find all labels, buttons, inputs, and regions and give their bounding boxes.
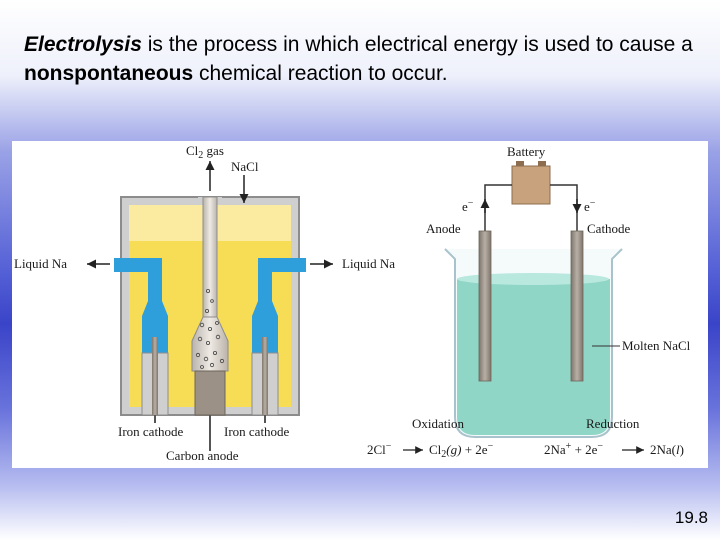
battery bbox=[511, 165, 551, 205]
oxidation-equation-rhs: Cl2(g) + 2e− bbox=[429, 441, 494, 460]
cathode-label: Cathode bbox=[587, 221, 631, 236]
liquid-na-left-label: Liquid Na bbox=[14, 256, 67, 271]
caption-term: Electrolysis bbox=[24, 33, 142, 56]
electron-label-cathode: e− bbox=[584, 198, 596, 214]
anode-label: Anode bbox=[426, 221, 461, 236]
molten-nacl-label: Molten NaCl bbox=[622, 338, 691, 353]
circuit-wire-right bbox=[550, 184, 578, 236]
circuit-wire-left bbox=[484, 184, 512, 236]
oxidation-equation-lhs: 2Cl− bbox=[367, 441, 392, 457]
electrolysis-figure: Cl2 gas NaCl Liquid Na Liquid Na Iron ca… bbox=[14, 143, 691, 463]
oxidation-label: Oxidation bbox=[412, 416, 464, 431]
carbon-anode-base bbox=[194, 370, 226, 416]
iron-cathode-right bbox=[262, 337, 268, 415]
electron-label-anode: e− bbox=[462, 198, 474, 214]
reduction-label: Reduction bbox=[586, 416, 640, 431]
iron-cathode-left-label: Iron cathode bbox=[118, 424, 184, 439]
iron-cathode-left bbox=[152, 337, 158, 415]
reduction-equation-lhs: 2Na+ + 2e− bbox=[544, 441, 603, 457]
caption-text-2: chemical reaction to occur. bbox=[193, 62, 448, 85]
carbon-anode-label: Carbon anode bbox=[166, 448, 239, 463]
caption-text-1: is the process in which electrical energ… bbox=[141, 33, 693, 56]
slide-caption: Electrolysis is the process in which ele… bbox=[24, 30, 704, 88]
chlorine-bubbles bbox=[195, 288, 225, 369]
carbon-anode-funnel bbox=[191, 316, 229, 372]
nacl-feed-label: NaCl bbox=[231, 159, 259, 174]
reduction-equation-rhs: 2Na(l) bbox=[650, 442, 684, 457]
sodium-droplets-left bbox=[147, 323, 165, 337]
cathode-electrode bbox=[570, 230, 584, 382]
slide-number: 19.8 bbox=[674, 508, 708, 527]
anode-electrode bbox=[478, 230, 492, 382]
battery-label: Battery bbox=[507, 144, 546, 159]
liquid-na-right-label: Liquid Na bbox=[342, 256, 395, 271]
downs-cell: Cl2 gas NaCl Liquid Na Liquid Na Iron ca… bbox=[14, 143, 395, 463]
figure-panel: Cl2 gas NaCl Liquid Na Liquid Na Iron ca… bbox=[12, 141, 708, 468]
caption-highlight: nonspontaneous bbox=[24, 62, 194, 85]
electrolytic-cell: Battery e− e− Anode Cathode Molten NaCl … bbox=[367, 144, 691, 460]
sodium-droplets-right bbox=[255, 323, 273, 337]
iron-cathode-right-label: Iron cathode bbox=[224, 424, 290, 439]
sodium-channel-left bbox=[114, 258, 168, 353]
cl2-gas-label: Cl2 gas bbox=[186, 143, 224, 161]
carbon-anode-stem bbox=[202, 196, 218, 318]
